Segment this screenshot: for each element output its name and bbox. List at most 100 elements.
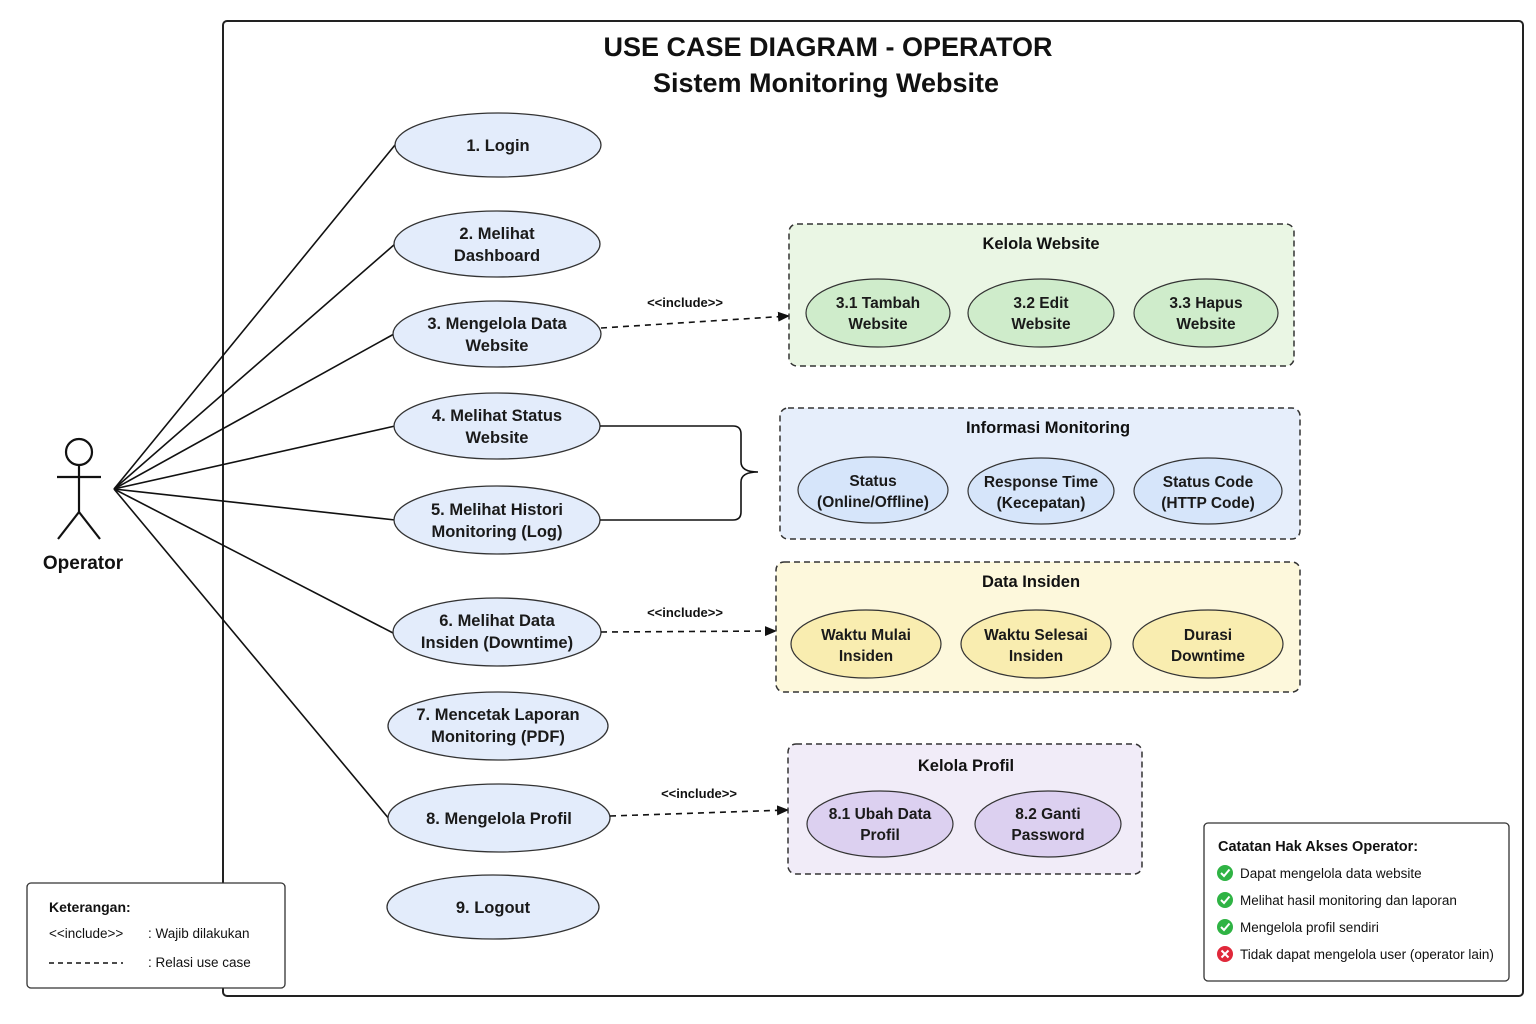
note-item: Dapat mengelola data website: [1217, 865, 1422, 881]
item-label-line1: Durasi: [1184, 627, 1232, 644]
item-label-line1: Status Code: [1163, 474, 1254, 491]
associations: [113, 144, 396, 821]
actor-label: Operator: [43, 553, 124, 574]
item-label-line2: Website: [1011, 316, 1071, 333]
assoc-dashboard: [113, 243, 396, 490]
legend-include-key: <<include>>: [49, 926, 123, 941]
use-case-login[interactable]: 1. Login: [394, 112, 602, 178]
use-case-logout[interactable]: 9. Logout: [386, 874, 600, 940]
assoc-status: [113, 425, 396, 490]
item-label-line2: (Online/Offline): [817, 494, 929, 511]
item-label-line2: Insiden: [1009, 648, 1063, 665]
item-label-line1: Waktu Mulai: [821, 627, 911, 644]
check-mark: [1220, 868, 1231, 878]
item-label-line1: 8.1 Ubah Data: [829, 806, 932, 823]
include-kelola-profil: <<include>>: [609, 786, 789, 817]
brace-connector: [600, 425, 759, 521]
item-label-line1: Status: [849, 473, 896, 490]
assoc-insiden: [113, 488, 396, 635]
include-label: <<include>>: [661, 786, 737, 801]
include-label: <<include>>: [647, 295, 723, 310]
use-case-label-line2: Monitoring (PDF): [431, 728, 565, 746]
use-case-label-line1: 5. Melihat Histori: [431, 501, 563, 519]
use-case-label: 8. Mengelola Profil: [426, 810, 572, 828]
use-case-label-line1: 4. Melihat Status: [432, 407, 562, 425]
use-case-data-insiden[interactable]: 6. Melihat Data Insiden (Downtime): [392, 597, 602, 667]
item-label-line2: (Kecepatan): [997, 495, 1086, 512]
item-label-line1: Waktu Selesai: [984, 627, 1088, 644]
use-case-label-line1: 6. Melihat Data: [439, 612, 555, 630]
include-kelola-website: <<include>>: [600, 295, 790, 329]
use-case-label-line2: Website: [466, 337, 529, 355]
use-case-label-line2: Monitoring (Log): [431, 523, 562, 541]
item-label-line2: Website: [1176, 316, 1236, 333]
check-icon: [1217, 892, 1233, 908]
assoc-kelola-website: [113, 333, 395, 490]
note-text: Dapat mengelola data website: [1240, 866, 1422, 881]
use-case-melihat-histori[interactable]: 5. Melihat Histori Monitoring (Log): [393, 485, 601, 555]
group-title: Kelola Website: [982, 235, 1099, 253]
note-text: Melihat hasil monitoring dan laporan: [1240, 893, 1457, 908]
use-case-kelola-profil[interactable]: 8. Mengelola Profil: [387, 783, 611, 853]
insiden-waktu-selesai: Waktu Selesai Insiden: [960, 609, 1112, 679]
info-status-code: Status Code (HTTP Code): [1133, 457, 1283, 525]
use-case-label-line2: Dashboard: [454, 247, 540, 265]
item-label-line1: 8.2 Ganti: [1015, 806, 1080, 823]
assoc-histori: [113, 488, 396, 521]
item-label-line2: Insiden: [839, 648, 893, 665]
notes-box: Catatan Hak Akses Operator: Dapat mengel…: [1203, 822, 1510, 982]
legend-include-value: : Wajib dilakukan: [148, 926, 250, 941]
use-case-label-line1: 2. Melihat: [459, 225, 535, 243]
include-data-insiden: <<include>>: [600, 605, 777, 637]
check-mark: [1220, 922, 1231, 932]
use-case-ganti-password[interactable]: 8.2 Ganti Password: [974, 790, 1122, 858]
insiden-waktu-mulai: Waktu Mulai Insiden: [790, 609, 942, 679]
group-title: Informasi Monitoring: [966, 419, 1130, 437]
legend-heading: Keterangan:: [49, 899, 131, 915]
group-title: Kelola Profil: [918, 757, 1014, 775]
item-label-line2: (HTTP Code): [1161, 495, 1255, 512]
actor-left-leg: [57, 511, 80, 540]
use-case-ubah-data-profil[interactable]: 8.1 Ubah Data Profil: [806, 790, 954, 858]
note-item: Tidak dapat mengelola user (operator lai…: [1217, 946, 1494, 962]
info-response-time: Response Time (Kecepatan): [967, 457, 1115, 525]
legend-relation-value: : Relasi use case: [148, 955, 251, 970]
item-label-line1: 3.1 Tambah: [836, 295, 920, 312]
use-case-dashboard[interactable]: 2. Melihat Dashboard: [393, 210, 601, 278]
use-case-kelola-data-website[interactable]: 3. Mengelola Data Website: [392, 300, 602, 368]
use-case-edit-website[interactable]: 3.2 Edit Website: [967, 278, 1115, 348]
check-icon: [1217, 919, 1233, 935]
use-case-hapus-website[interactable]: 3.3 Hapus Website: [1133, 278, 1279, 348]
actor-right-leg: [78, 511, 101, 540]
item-label-line2: Downtime: [1171, 648, 1245, 665]
note-text: Mengelola profil sendiri: [1240, 920, 1379, 935]
note-item: Mengelola profil sendiri: [1217, 919, 1379, 935]
group-title: Data Insiden: [982, 573, 1080, 591]
group-data-insiden: Data Insiden Waktu Mulai Insiden Waktu S…: [775, 561, 1301, 693]
group-kelola-profil: Kelola Profil 8.1 Ubah Data Profil 8.2 G…: [787, 743, 1143, 875]
assoc-login: [113, 144, 396, 490]
check-mark: [1220, 895, 1231, 905]
insiden-durasi-downtime: Durasi Downtime: [1132, 609, 1284, 679]
info-status-online-offline: Status (Online/Offline): [797, 456, 949, 524]
legend-box: Keterangan: <<include>> : Wajib dilakuka…: [26, 882, 286, 989]
use-case-label-line2: Website: [466, 429, 529, 447]
use-case-label-line1: 3. Mengelola Data: [427, 315, 567, 333]
item-label-line2: Password: [1011, 827, 1084, 844]
actor-head: [64, 437, 94, 467]
item-label-line1: 3.2 Edit: [1013, 295, 1068, 312]
item-label-line1: 3.3 Hapus: [1169, 295, 1242, 312]
use-case-melihat-status[interactable]: 4. Melihat Status Website: [393, 392, 601, 460]
diagram-title: USE CASE DIAGRAM - OPERATOR: [603, 32, 1052, 62]
note-item: Melihat hasil monitoring dan laporan: [1217, 892, 1457, 908]
group-kelola-website: Kelola Website 3.1 Tambah Website 3.2 Ed…: [788, 223, 1295, 367]
use-case-label-line2: Insiden (Downtime): [421, 634, 573, 652]
assoc-profil: [113, 488, 391, 821]
use-case-cetak-laporan[interactable]: 7. Mencetak Laporan Monitoring (PDF): [387, 691, 609, 761]
use-case-tambah-website[interactable]: 3.1 Tambah Website: [805, 278, 951, 348]
check-icon: [1217, 865, 1233, 881]
operator-actor: Operator: [43, 437, 124, 574]
diagram-subtitle: Sistem Monitoring Website: [653, 68, 999, 98]
item-label-line1: Response Time: [984, 474, 1099, 491]
